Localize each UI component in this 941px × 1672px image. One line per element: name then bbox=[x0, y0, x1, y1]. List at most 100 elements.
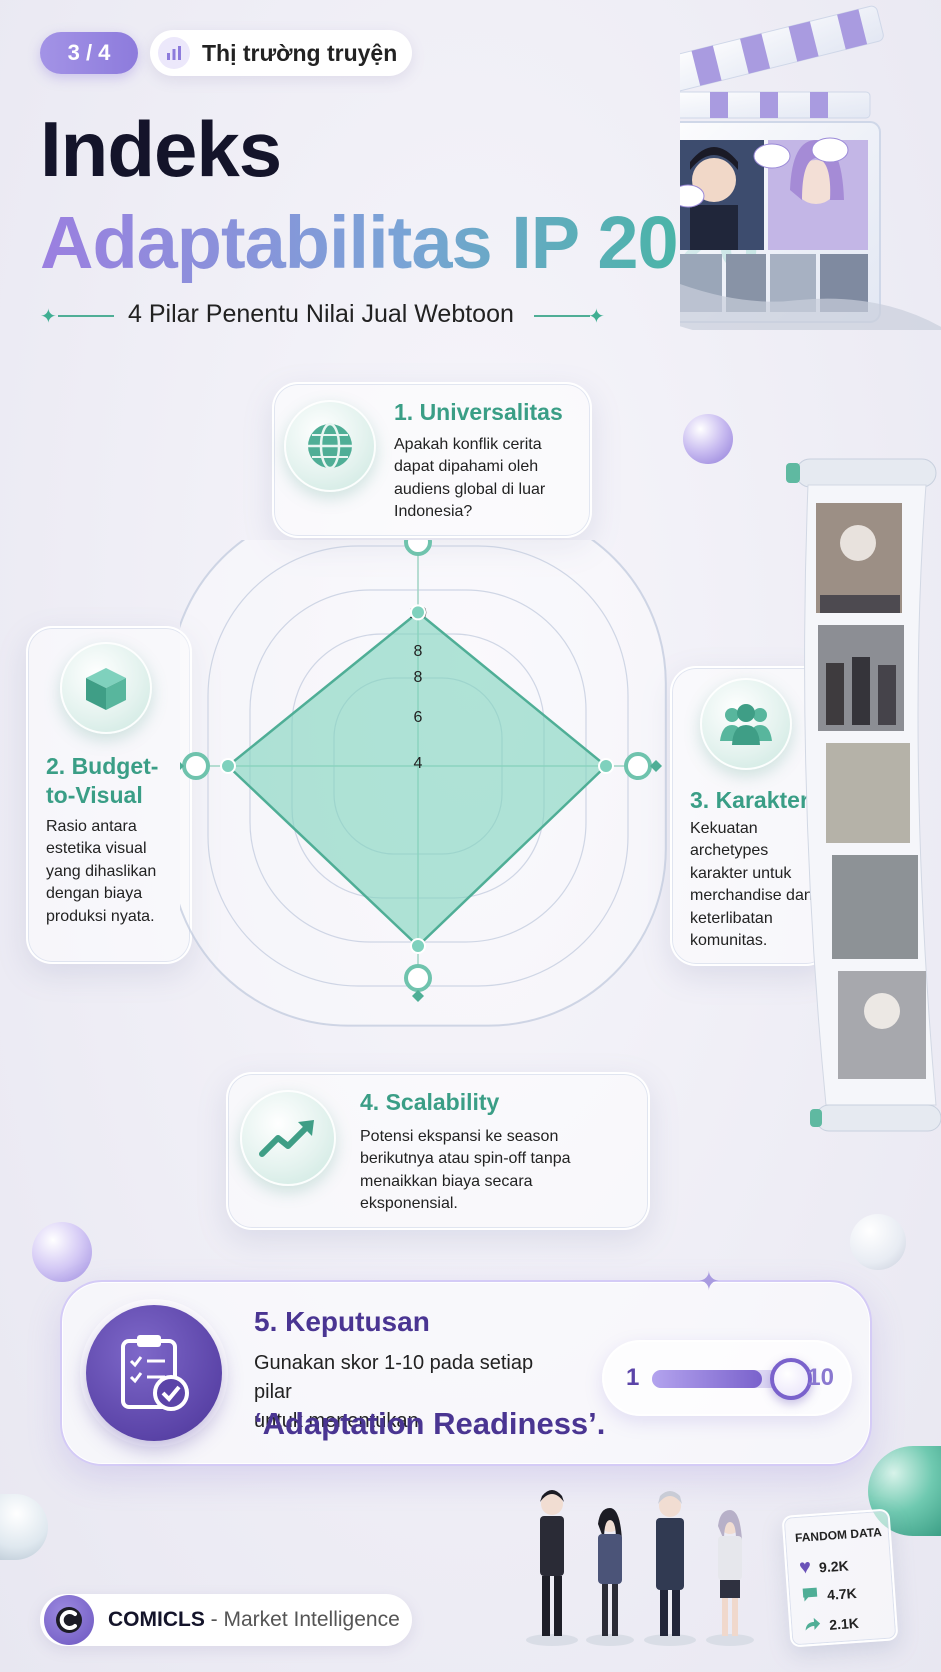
page-title-line2: Adaptabilitas IP 2026 bbox=[40, 201, 759, 284]
fandom-stat-value: 4.7K bbox=[826, 1584, 858, 1603]
page-indicator: 3 / 4 bbox=[40, 32, 138, 74]
subtitle-row: ✦ 4 Pilar Penentu Nilai Jual Webtoon ✦ bbox=[40, 298, 610, 334]
decision-text-line: Gunakan skor 1-10 pada setiap pilar bbox=[254, 1352, 534, 1403]
radar-axis-handle bbox=[404, 540, 432, 556]
pillar-text-line: dengan biaya bbox=[46, 885, 143, 903]
page-indicator-label: 3 / 4 bbox=[67, 40, 111, 65]
radar-axis-handle bbox=[624, 752, 652, 780]
decorative-sphere bbox=[683, 414, 733, 464]
slider-handle[interactable] bbox=[770, 1358, 812, 1400]
footer-brand-name: COMICLS bbox=[108, 1608, 205, 1631]
footer-separator: - bbox=[204, 1608, 224, 1631]
score-slider[interactable]: 1 10 bbox=[602, 1340, 852, 1416]
pillar-title: 2. Budget- to-Visual bbox=[46, 752, 158, 810]
pillar-text-line: eksponensial. bbox=[360, 1195, 458, 1213]
pillar-text-line: produksi nyata. bbox=[46, 907, 155, 925]
cube-icon bbox=[60, 642, 152, 734]
radar-axis-diamond bbox=[180, 762, 184, 770]
slider-max-label: 10 bbox=[807, 1364, 834, 1391]
pillar-text-line: audiens global di luar bbox=[394, 480, 546, 498]
pillar-text-line: archetypes bbox=[690, 842, 769, 860]
heart-icon: ♥ bbox=[798, 1556, 812, 1579]
comic-scroll-illustration bbox=[786, 458, 941, 1132]
decision-text-line: untuk menentukan bbox=[254, 1410, 419, 1432]
decision-text: Gunakan skor 1-10 pada setiap pilar untu… bbox=[254, 1349, 574, 1436]
fandom-stat-value: 9.2K bbox=[818, 1556, 850, 1575]
pillar-text-line: Potensi ekspansi ke season bbox=[360, 1128, 559, 1145]
decorative-sphere bbox=[850, 1214, 906, 1270]
character-figures-illustration bbox=[526, 1490, 754, 1646]
divider-right bbox=[534, 315, 590, 317]
pillar-text-line: Apakah konflik cerita bbox=[394, 436, 542, 453]
pillar-text-line: Kekuatan bbox=[690, 820, 758, 837]
pillar-text-line: berikutnya atau spin-off tanpa bbox=[360, 1150, 571, 1168]
pillar-card-scalability: 4. Scalability Potensi ekspansi ke seaso… bbox=[226, 1072, 650, 1230]
decision-emphasis: ‘Adaptation Readiness’. bbox=[254, 1406, 606, 1441]
pillar-title-line: 2. Budget- bbox=[46, 753, 159, 779]
radar-tick-label: 8 bbox=[414, 643, 423, 660]
radar-axis-diamond bbox=[650, 760, 662, 772]
radar-vertex bbox=[410, 938, 426, 954]
pillar-card-universalitas: 1. Universalitas Apakah konflik cerita d… bbox=[272, 382, 592, 538]
pillar-text-line: estetika visual bbox=[46, 840, 147, 858]
pillar-text-line: menaikkan biaya secara bbox=[360, 1172, 533, 1190]
radar-vertex bbox=[220, 758, 236, 774]
footer-tagline: Market Intelligence bbox=[223, 1608, 400, 1631]
bar-chart-icon bbox=[158, 37, 190, 69]
pillar-description: Kekuatan archetypes karakter untuk merch… bbox=[690, 818, 830, 952]
slider-track[interactable] bbox=[652, 1370, 786, 1388]
pillar-title-line: to-Visual bbox=[46, 781, 143, 808]
radar-axis-diamond bbox=[412, 990, 424, 1002]
slider-min-label: 1 bbox=[626, 1364, 640, 1391]
pillar-text-line: karakter untuk bbox=[690, 864, 792, 882]
pillar-description: Apakah konflik cerita dapat dipahami ole… bbox=[394, 434, 584, 524]
decision-title: 5. Keputusan bbox=[254, 1306, 430, 1337]
divider-left bbox=[58, 315, 114, 317]
sparkle-icon: ✦ bbox=[698, 1266, 720, 1296]
radar-tick-label: 4 bbox=[414, 755, 423, 772]
footer-brand: COMICLS - Market Intelligence bbox=[40, 1594, 412, 1646]
share-icon bbox=[803, 1615, 822, 1635]
clipboard-check-icon bbox=[86, 1305, 222, 1441]
radar-vertex bbox=[598, 758, 614, 774]
fandom-data-card: FANDOM DATA ♥ 9.2K 4.7K 2.1K bbox=[781, 1508, 899, 1648]
pillar-text-line: keterlibatan bbox=[690, 909, 773, 927]
globe-icon bbox=[284, 400, 376, 492]
page-title-line1: Indeks bbox=[40, 105, 282, 193]
subtitle: 4 Pilar Penentu Nilai Jual Webtoon bbox=[128, 300, 514, 328]
radar-tick-label: 8 bbox=[414, 669, 423, 686]
c-logo-icon bbox=[44, 1595, 94, 1645]
slider-fill bbox=[652, 1370, 762, 1388]
fandom-title: FANDOM DATA bbox=[794, 1524, 883, 1546]
chat-icon bbox=[801, 1586, 820, 1606]
sparkle-icon: ✦ bbox=[40, 306, 57, 328]
radar-tick-label: 6 bbox=[414, 709, 423, 726]
fandom-stat-likes: ♥ 9.2K bbox=[798, 1553, 849, 1579]
pillar-description: Potensi ekspansi ke season berikutnya at… bbox=[360, 1126, 640, 1216]
radar-axis-handle bbox=[404, 964, 432, 992]
pillar-text-line: dapat dipahami oleh bbox=[394, 458, 539, 476]
pillar-title: 1. Universalitas bbox=[394, 399, 563, 425]
pillar-title: 3. Karakter bbox=[690, 787, 809, 813]
sparkle-icon: ✦ bbox=[588, 306, 605, 328]
users-icon bbox=[700, 678, 792, 770]
pillar-text-line: komunitas. bbox=[690, 931, 768, 949]
radar-nodes bbox=[180, 540, 662, 1002]
pillar-card-budget-to-visual: 2. Budget- to-Visual Rasio antara esteti… bbox=[26, 626, 192, 964]
pillar-text-line: Indonesia? bbox=[394, 503, 473, 521]
pillar-title: 4. Scalability bbox=[360, 1089, 500, 1115]
fandom-stat-value: 2.1K bbox=[828, 1614, 860, 1633]
clapperboard-illustration bbox=[680, 5, 941, 330]
radar-axis-handle bbox=[182, 752, 210, 780]
decision-panel: 5. Keputusan Gunakan skor 1-10 pada seti… bbox=[60, 1266, 872, 1466]
pillar-text-line: merchandise dan bbox=[690, 887, 813, 905]
radar-vertex bbox=[410, 604, 426, 621]
pillar-text-line: yang dihaslikan bbox=[46, 862, 157, 880]
decorative-sphere bbox=[32, 1222, 92, 1282]
pillar-text-line: Rasio antara bbox=[46, 818, 137, 835]
category-label: Thị trường truyện bbox=[202, 39, 398, 66]
decorative-sphere bbox=[0, 1494, 48, 1560]
fandom-stat-shares: 2.1K bbox=[803, 1613, 860, 1636]
fandom-stat-comments: 4.7K bbox=[801, 1583, 858, 1606]
category-pill: Thị trường truyện bbox=[150, 30, 412, 76]
